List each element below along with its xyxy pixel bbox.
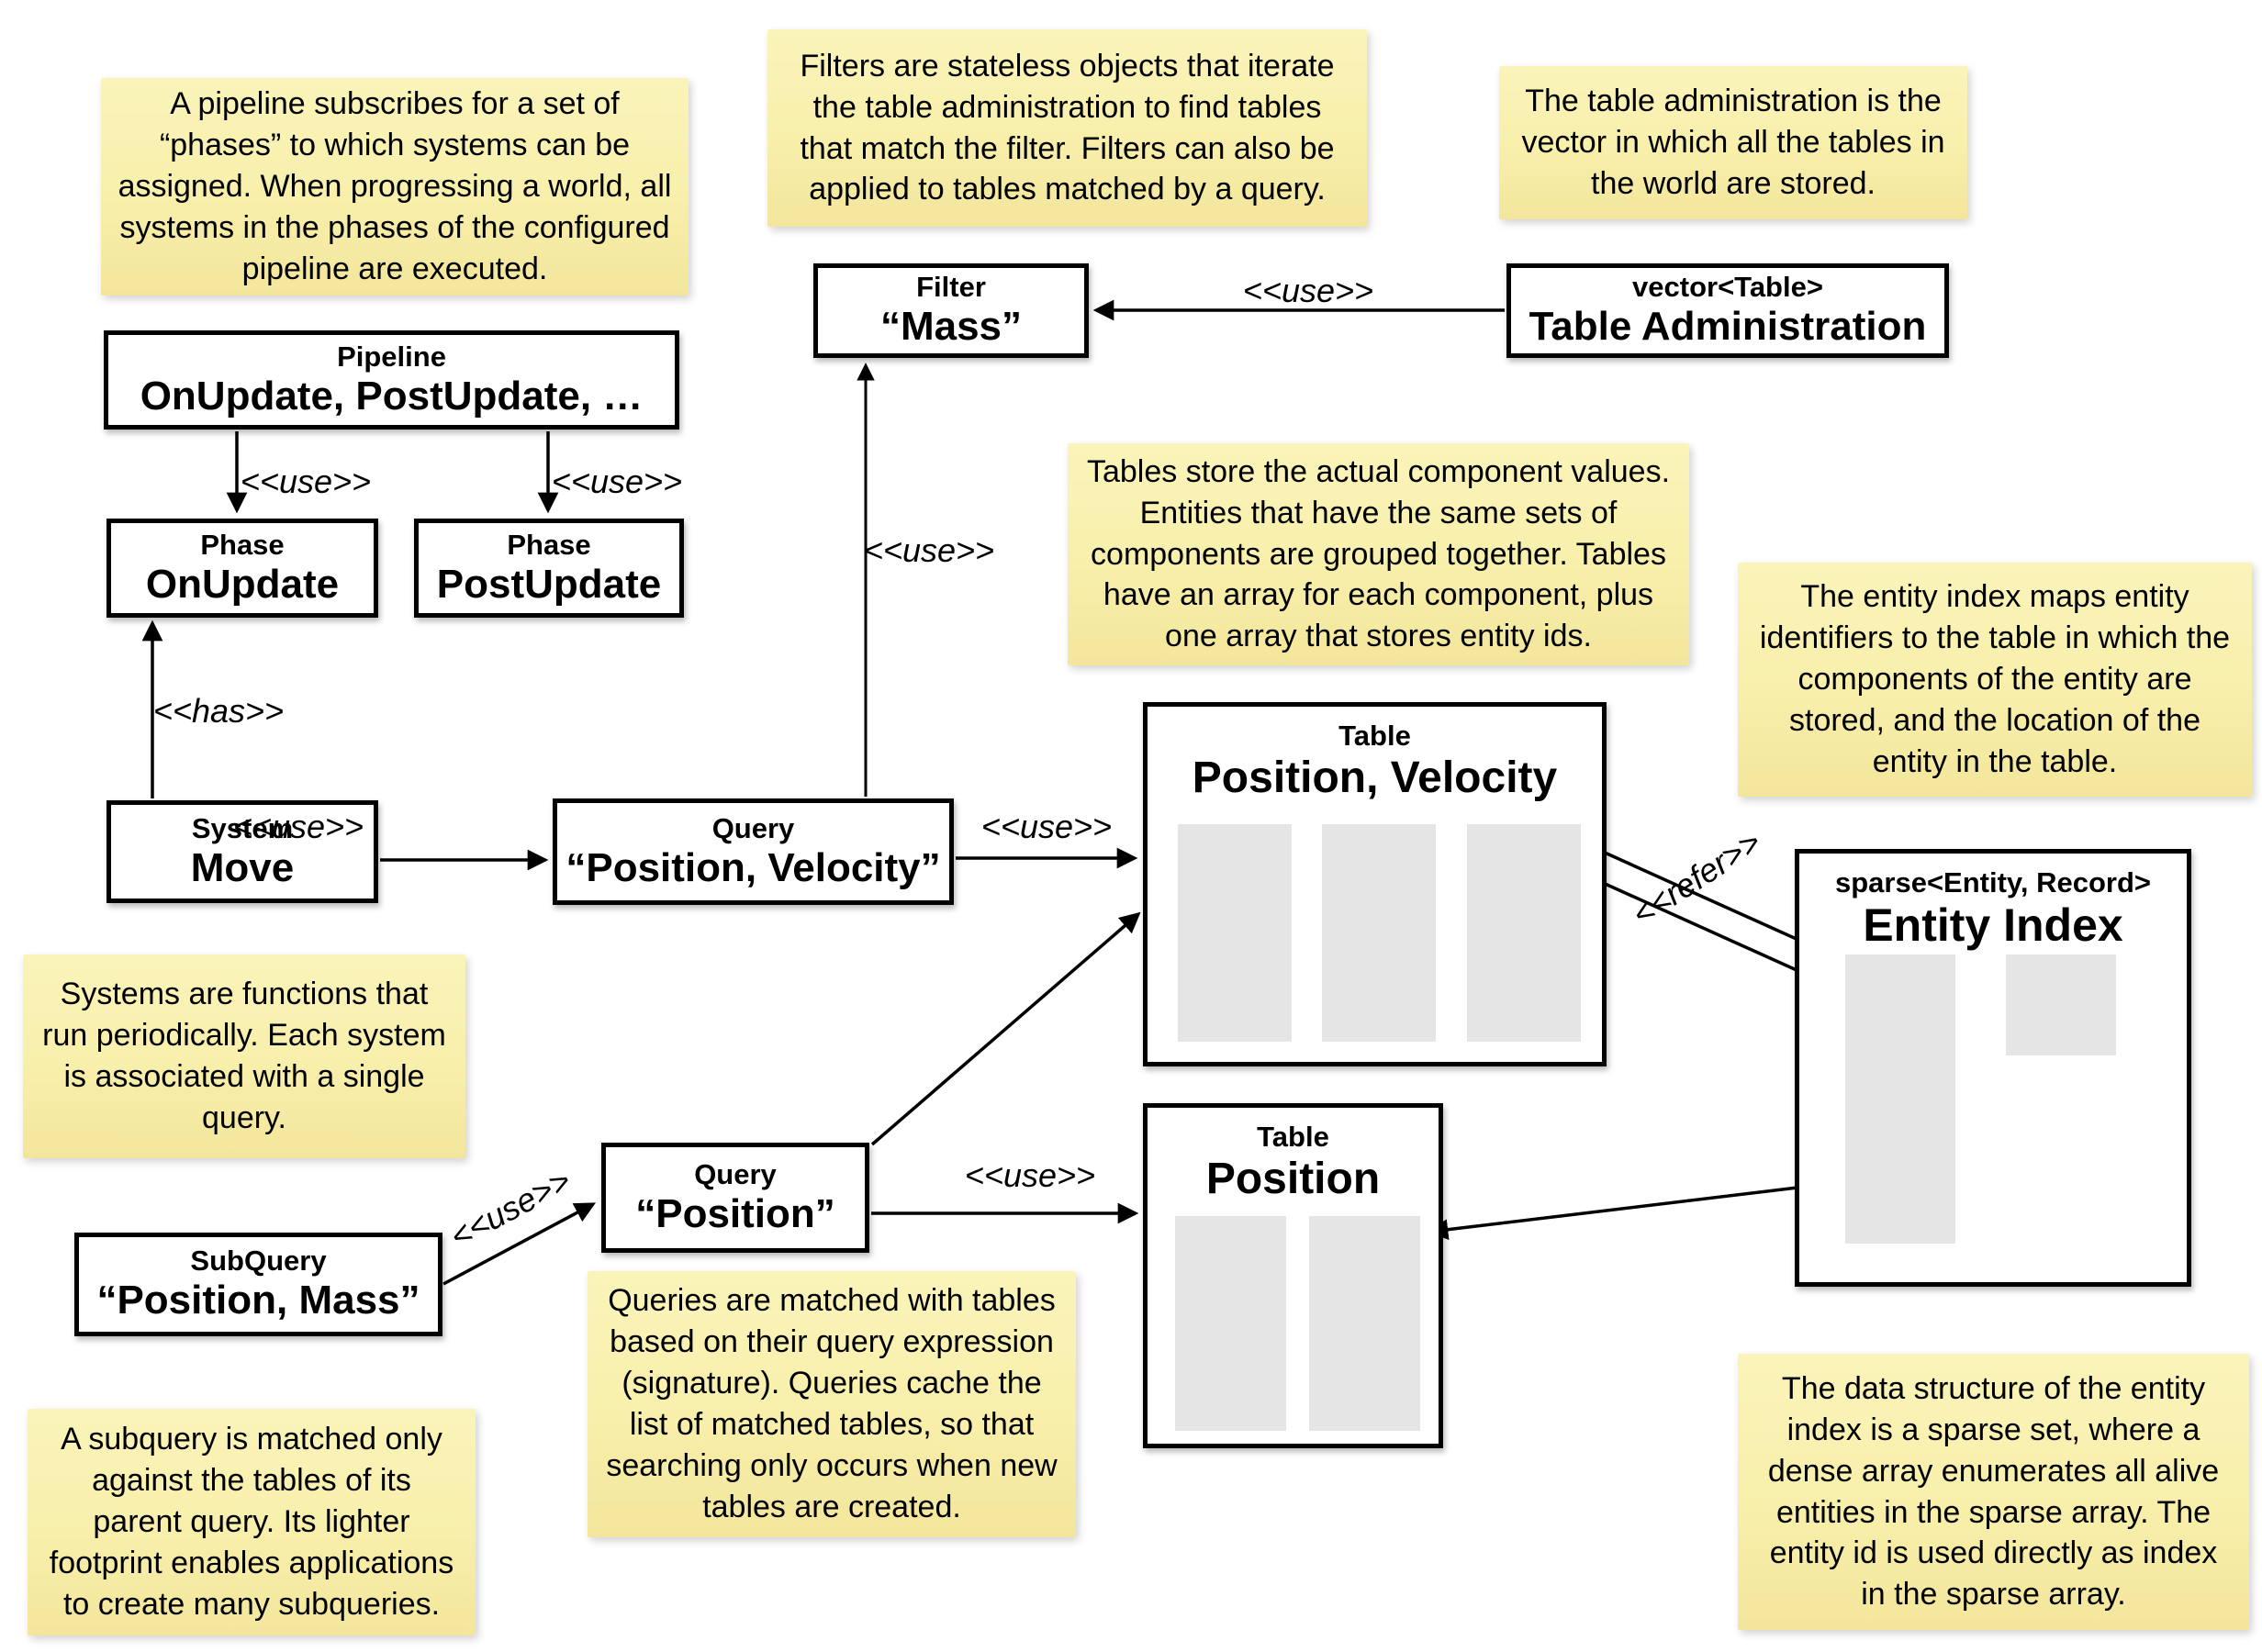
table-administration-title: Table Administration [1529,304,1927,350]
query-position-header: Query [694,1157,777,1190]
use-label-pipeline-onupdate: <<use>> [240,463,372,500]
table-administration-box: vector<Table> Table Administration [1506,263,1949,358]
phase-onupdate-title: OnUpdate [145,561,340,607]
note-pipeline-text: A pipeline subscribes for a set of “phas… [118,86,672,286]
entity-index-box: sparse<Entity, Record> Entity Index [1795,849,2191,1287]
note-sparse-set: The data structure of the entity index i… [1738,1354,2249,1630]
table-position-velocity-title: Position, Velocity [1192,753,1558,802]
system-move-header: System [191,811,294,844]
position-array-column-2 [1309,1216,1420,1431]
phase-onupdate-box: Phase OnUpdate [106,519,378,618]
query-position-box: Query “Position” [601,1143,869,1253]
refer-label-entity-table: <<refer>> [1625,822,1768,933]
dense-array-block [2006,954,2116,1055]
note-entity-index-text: The entity index maps entity identifiers… [1759,579,2231,779]
use-label-pipeline-postupdate: <<use>> [551,463,683,500]
arrow-entity-refer-table-pos [1427,1180,1844,1240]
query-position-velocity-header: Query [711,811,795,844]
subquery-header: SubQuery [190,1245,327,1278]
note-table-administration: The table administration is the vector i… [1499,66,1967,219]
phase-onupdate-header: Phase [200,528,285,561]
use-label-query-table-pos: <<use>> [964,1156,1096,1194]
note-subquery-text: A subquery is matched only against the t… [49,1422,454,1622]
query-position-velocity-title: “Position, Velocity” [566,844,941,890]
component-array-column-3 [1467,824,1581,1042]
note-queries: Queries are matched with tables based on… [588,1271,1076,1537]
has-label-system-phase: <<has>> [152,692,285,730]
note-systems-text: Systems are functions that run periodica… [42,977,446,1135]
table-position-velocity-header: Table [1338,720,1411,752]
filter-mass-box: Filter “Mass” [813,263,1089,358]
filter-mass-title: “Mass” [879,304,1023,350]
note-systems: Systems are functions that run periodica… [23,954,465,1158]
component-array-column-1 [1178,824,1292,1042]
note-entity-index: The entity index maps entity identifiers… [1738,563,2252,797]
table-position-title: Position [1205,1154,1381,1203]
use-label-subquery-query: <<use>> [443,1161,577,1256]
use-label-query-table-pv: <<use>> [980,808,1113,845]
use-label-query-filter: <<use>> [863,531,995,569]
table-position-velocity-box: Table Position, Velocity [1143,702,1607,1066]
note-subquery: A subquery is matched only against the t… [28,1409,476,1635]
table-administration-header: vector<Table> [1632,271,1823,304]
system-move-title: Move [190,844,295,890]
subquery-box: SubQuery “Position, Mass” [74,1233,442,1336]
pipeline-box: Pipeline OnUpdate, PostUpdate, … [104,330,679,430]
note-filters-text: Filters are stateless objects that itera… [800,48,1335,207]
note-tables: Tables store the actual component values… [1068,443,1689,665]
system-move-box: System Move [106,800,378,903]
query-position-velocity-box: Query “Position, Velocity” [553,798,954,905]
query-position-title: “Position” [635,1190,835,1236]
subquery-title: “Position, Mass” [96,1278,420,1323]
pipeline-box-header: Pipeline [337,340,446,373]
position-array-column-1 [1175,1216,1286,1431]
note-table-administration-text: The table administration is the vector i… [1521,84,1945,201]
phase-postupdate-box: Phase PostUpdate [414,519,684,618]
component-array-column-2 [1322,824,1436,1042]
note-pipeline: A pipeline subscribes for a set of “phas… [101,78,689,296]
pipeline-box-title: OnUpdate, PostUpdate, … [140,373,644,419]
arrow-query-pos-table-pv [870,911,1141,1146]
use-label-system-query: <<use>> [232,808,364,845]
phase-postupdate-header: Phase [507,528,591,561]
note-sparse-set-text: The data structure of the entity index i… [1767,1370,2220,1613]
filter-mass-header: Filter [916,271,986,304]
entity-index-title: Entity Index [1863,899,2123,951]
note-filters: Filters are stateless objects that itera… [767,29,1367,227]
note-tables-text: Tables store the actual component values… [1086,453,1671,654]
table-position-header: Table [1257,1121,1329,1153]
entity-index-header: sparse<Entity, Record> [1834,866,2151,899]
phase-postupdate-title: PostUpdate [436,561,662,607]
note-queries-text: Queries are matched with tables based on… [606,1283,1058,1524]
sparse-array-column [1845,954,1955,1244]
table-position-box: Table Position [1143,1103,1443,1448]
use-label-tableadmin-filter: <<use>> [1242,272,1374,309]
